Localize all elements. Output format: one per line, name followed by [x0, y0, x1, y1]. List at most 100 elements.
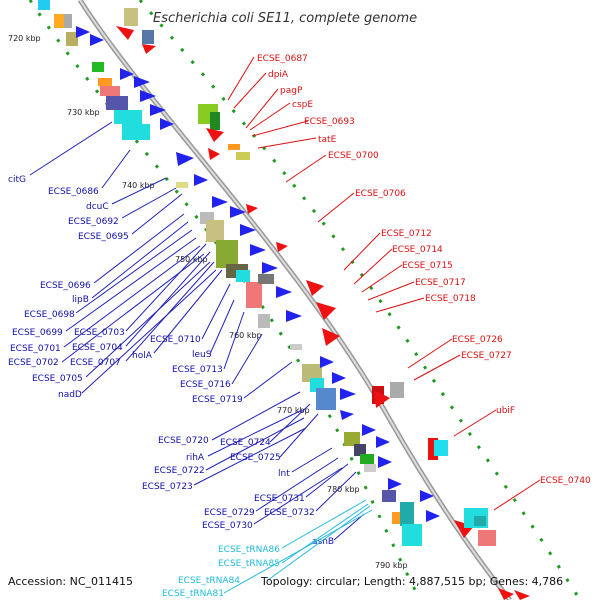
- gene-label-ECSE_tRNA84[interactable]: ECSE_tRNA84: [178, 576, 240, 586]
- gene-label-ECSE_0732[interactable]: ECSE_0732: [264, 508, 315, 518]
- gene-arrow: [90, 34, 104, 46]
- gene-label-ECSE_0696[interactable]: ECSE_0696: [40, 281, 91, 291]
- gene-label-ECSE_0710[interactable]: ECSE_0710: [150, 335, 201, 345]
- gene-label-ECSE_0717[interactable]: ECSE_0717: [415, 278, 466, 288]
- gene-label-ECSE_0704[interactable]: ECSE_0704: [72, 343, 123, 353]
- gene-arrow: [246, 204, 258, 214]
- leader-line: [243, 361, 293, 399]
- gene-block: [98, 78, 112, 86]
- gene-label-ECSE_0725[interactable]: ECSE_0725: [230, 453, 281, 463]
- gene-label-ECSE_0706[interactable]: ECSE_0706: [355, 189, 406, 199]
- gene-label-dpiA[interactable]: dpiA: [268, 70, 289, 80]
- gene-block: [434, 440, 448, 456]
- gene-arrow: [120, 68, 134, 80]
- gene-label-ECSE_0692[interactable]: ECSE_0692: [68, 217, 119, 227]
- leader-line: [153, 269, 223, 354]
- leader-line: [223, 311, 245, 370]
- gene-label-ECSE_0727[interactable]: ECSE_0727: [461, 351, 512, 361]
- gene-block: [114, 110, 142, 124]
- gene-label-rihA[interactable]: rihA: [186, 453, 205, 463]
- gene-label-ECSE_0723[interactable]: ECSE_0723: [142, 482, 193, 492]
- gene-features: [38, 0, 530, 600]
- gene-block: [478, 530, 496, 546]
- gene-block: [302, 364, 322, 382]
- leader-line: [361, 264, 403, 293]
- gene-label-holA[interactable]: holA: [132, 351, 153, 361]
- gene-arrow: [320, 356, 334, 368]
- leader-line: [353, 248, 393, 285]
- gene-label-ECSE_0719[interactable]: ECSE_0719: [192, 395, 243, 405]
- gene-label-ECSE_0720[interactable]: ECSE_0720: [158, 436, 209, 446]
- gene-arrow: [262, 262, 278, 274]
- leader-line: [101, 149, 131, 189]
- gene-label-citG[interactable]: citG: [8, 175, 26, 185]
- leader-line: [249, 102, 291, 131]
- gene-label-ECSE_0716[interactable]: ECSE_0716: [180, 380, 231, 390]
- gene-label-ECSE_0722[interactable]: ECSE_0722: [154, 466, 205, 476]
- gene-label-ECSE_tRNA86[interactable]: ECSE_tRNA86: [218, 545, 280, 555]
- gene-label-ECSE_0718[interactable]: ECSE_0718: [425, 294, 476, 304]
- leader-line: [85, 261, 211, 378]
- gene-block: [428, 438, 438, 460]
- gene-label-dcuC[interactable]: dcuC: [86, 202, 109, 212]
- leader-line: [121, 187, 177, 219]
- gene-label-ECSE_0699[interactable]: ECSE_0699: [12, 328, 63, 338]
- leader-line: [315, 471, 357, 512]
- gene-label-pagP[interactable]: pagP: [280, 86, 303, 96]
- gene-label-ECSE_0698[interactable]: ECSE_0698: [24, 310, 75, 320]
- gene-block: [64, 14, 72, 28]
- gene-label-ECSE_0707[interactable]: ECSE_0707: [70, 358, 121, 368]
- gene-label-ECSE_0687[interactable]: ECSE_0687: [257, 54, 308, 64]
- leader-line: [207, 409, 303, 457]
- gene-label-cspE[interactable]: cspE: [292, 100, 313, 110]
- gene-arrow: [426, 510, 440, 522]
- gene-block: [92, 62, 104, 72]
- gene-block: [106, 96, 128, 110]
- leader-line: [253, 467, 343, 525]
- gene-label-ECSE_0693[interactable]: ECSE_0693: [304, 117, 355, 127]
- gene-arrow: [208, 148, 220, 160]
- gene-arrow: [316, 302, 336, 320]
- gene-arrow: [340, 410, 354, 420]
- gene-label-ECSE_0714[interactable]: ECSE_0714: [392, 245, 443, 255]
- gene-label-ubiF[interactable]: ubiF: [496, 406, 515, 416]
- gene-arrow: [306, 280, 324, 296]
- gene-label-tatE[interactable]: tatE: [318, 135, 337, 145]
- gene-label-ECSE_0695[interactable]: ECSE_0695: [78, 232, 129, 242]
- gene-label-lipB[interactable]: lipB: [72, 295, 89, 305]
- gene-label-ECSE_0740[interactable]: ECSE_0740: [540, 476, 591, 486]
- leader-line: [343, 232, 381, 271]
- leader-line: [65, 237, 197, 332]
- tick-730: 730 kbp: [67, 108, 100, 117]
- gene-label-lnt[interactable]: lnt: [278, 469, 290, 479]
- gene-label-ECSE_0712[interactable]: ECSE_0712: [381, 229, 432, 239]
- leader-line: [279, 413, 319, 458]
- gene-block: [236, 270, 250, 282]
- gene-label-ECSE_0713[interactable]: ECSE_0713: [172, 365, 223, 375]
- gene-arrow: [286, 310, 302, 322]
- gene-label-ECSE_0686[interactable]: ECSE_0686: [48, 187, 99, 197]
- gene-label-nadD[interactable]: nadD: [58, 390, 82, 400]
- leader-line: [211, 391, 301, 441]
- gene-label-ECSE_0701[interactable]: ECSE_0701: [10, 344, 61, 354]
- gene-label-ECSE_0702[interactable]: ECSE_0702: [8, 358, 59, 368]
- map-title: Escherichia coli SE11, complete genome: [153, 11, 417, 26]
- gene-label-ECSE_0700[interactable]: ECSE_0700: [328, 151, 379, 161]
- gene-arrow: [212, 196, 228, 208]
- gene-label-ECSE_0703[interactable]: ECSE_0703: [74, 328, 125, 338]
- gene-label-ECSE_0724[interactable]: ECSE_0724: [220, 438, 271, 448]
- gene-label-ECSE_0726[interactable]: ECSE_0726: [452, 335, 503, 345]
- gene-label-ECSE_tRNA81[interactable]: ECSE_tRNA81: [162, 589, 224, 599]
- gene-label-ECSE_0705[interactable]: ECSE_0705: [32, 374, 83, 384]
- leader-line: [333, 513, 365, 541]
- gene-block: [142, 30, 154, 44]
- leader-line: [367, 281, 415, 301]
- gene-arrow: [176, 152, 194, 166]
- gene-label-ECSE_tRNA85[interactable]: ECSE_tRNA85: [218, 559, 280, 569]
- gene-label-asnB[interactable]: asnB: [312, 537, 334, 547]
- gene-label-ECSE_0729[interactable]: ECSE_0729: [204, 508, 255, 518]
- gene-label-ECSE_0731[interactable]: ECSE_0731: [254, 494, 305, 504]
- gene-label-leuS[interactable]: leuS: [192, 350, 212, 360]
- gene-label-ECSE_0730[interactable]: ECSE_0730: [202, 521, 253, 531]
- gene-label-ECSE_0715[interactable]: ECSE_0715: [402, 261, 453, 271]
